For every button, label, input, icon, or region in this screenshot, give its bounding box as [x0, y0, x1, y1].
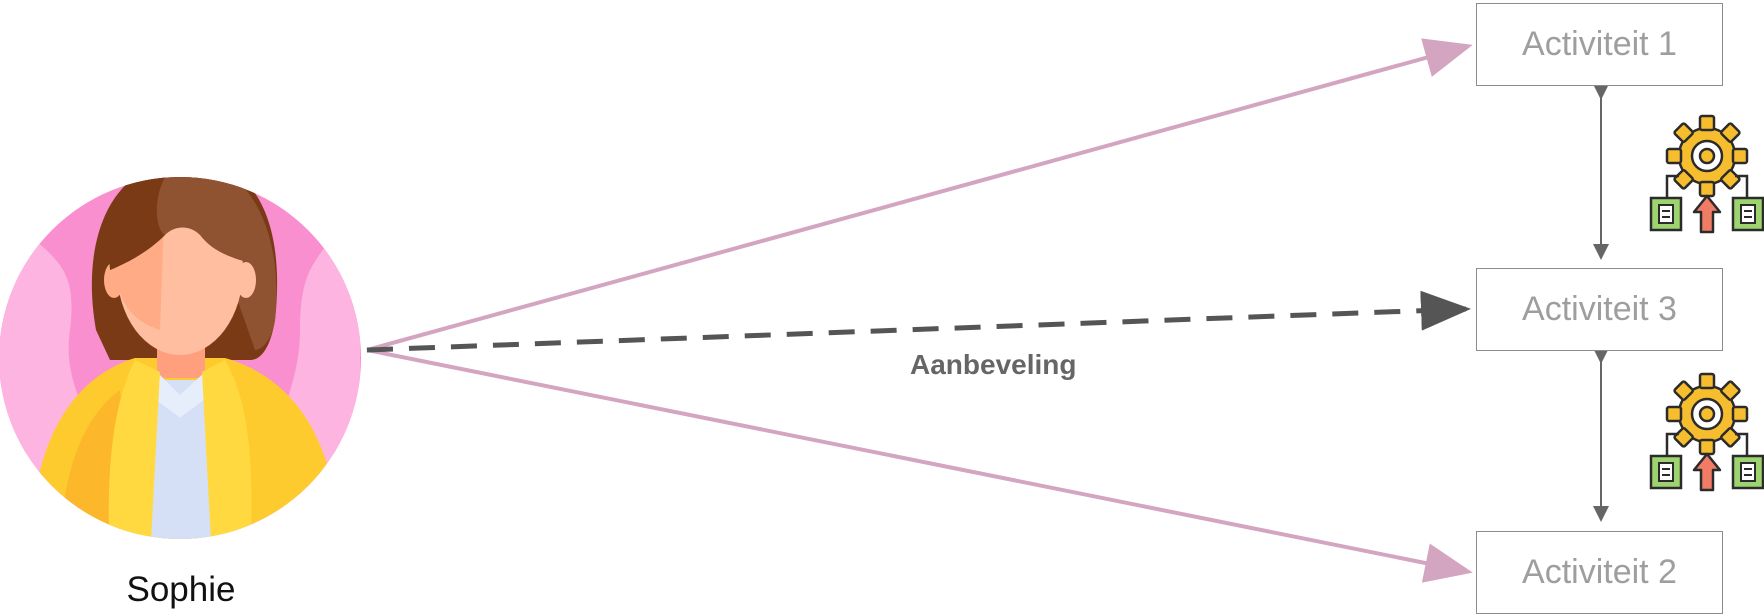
person-name: Sophie — [126, 570, 236, 609]
recommendation-label: Aanbeveling — [910, 349, 1077, 380]
activity-box-1: Activiteit 1 — [1476, 3, 1723, 86]
gear-documents-icon — [1649, 372, 1764, 492]
gear-documents-icon — [1649, 114, 1764, 234]
activity-box-3: Activiteit 3 — [1476, 268, 1723, 351]
woman-avatar-icon — [0, 177, 361, 539]
activity-label: Activiteit 3 — [1522, 290, 1677, 328]
activity-box-2: Activiteit 2 — [1476, 531, 1723, 614]
arrow-to-activiteit-1 — [366, 38, 1473, 352]
recommendation-arrow — [366, 290, 1471, 353]
arrow-to-activiteit-2 — [366, 348, 1473, 583]
activity-label: Activiteit 1 — [1522, 25, 1677, 63]
activity-label: Activiteit 2 — [1522, 553, 1677, 591]
